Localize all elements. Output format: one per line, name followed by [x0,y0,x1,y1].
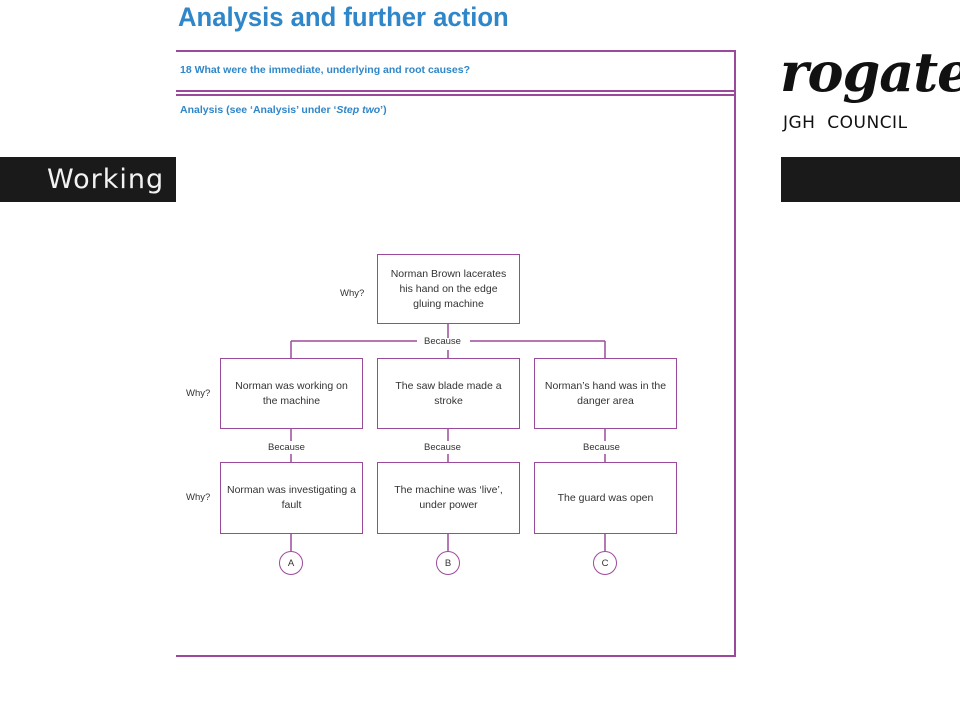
question-heading: 18 What were the immediate, underlying a… [180,64,470,76]
document-title: Analysis and further action [178,2,509,32]
council-logo-script: rogate [780,40,960,104]
council-logo-subtitle: JGH COUNCIL [783,113,908,133]
why-label: Why? [186,492,211,503]
left-dark-band [0,157,176,202]
why-label: Why? [340,288,365,299]
because-label: Because [424,336,461,347]
level1-box: Norman was working on the machine [220,358,363,429]
working-banner-text: Working [47,164,165,195]
frame-rule [176,90,736,92]
end-circle-b: B [436,551,460,575]
because-label: Because [583,442,620,453]
level2-box: The guard was open [534,462,677,534]
right-dark-band [781,157,960,202]
why-label: Why? [186,388,211,399]
root-cause-box: Norman Brown lacerates his hand on the e… [377,254,520,324]
end-circle-c: C [593,551,617,575]
because-label: Because [268,442,305,453]
frame-rule [176,94,736,96]
because-label: Because [424,442,461,453]
level2-box: The machine was ‘live’, under power [377,462,520,534]
level1-box: Norman’s hand was in the danger area [534,358,677,429]
analysis-label: Analysis (see ‘Analysis’ under ‘Step two… [180,104,387,116]
level1-box: The saw blade made a stroke [377,358,520,429]
level2-box: Norman was investigating a fault [220,462,363,534]
end-circle-a: A [279,551,303,575]
